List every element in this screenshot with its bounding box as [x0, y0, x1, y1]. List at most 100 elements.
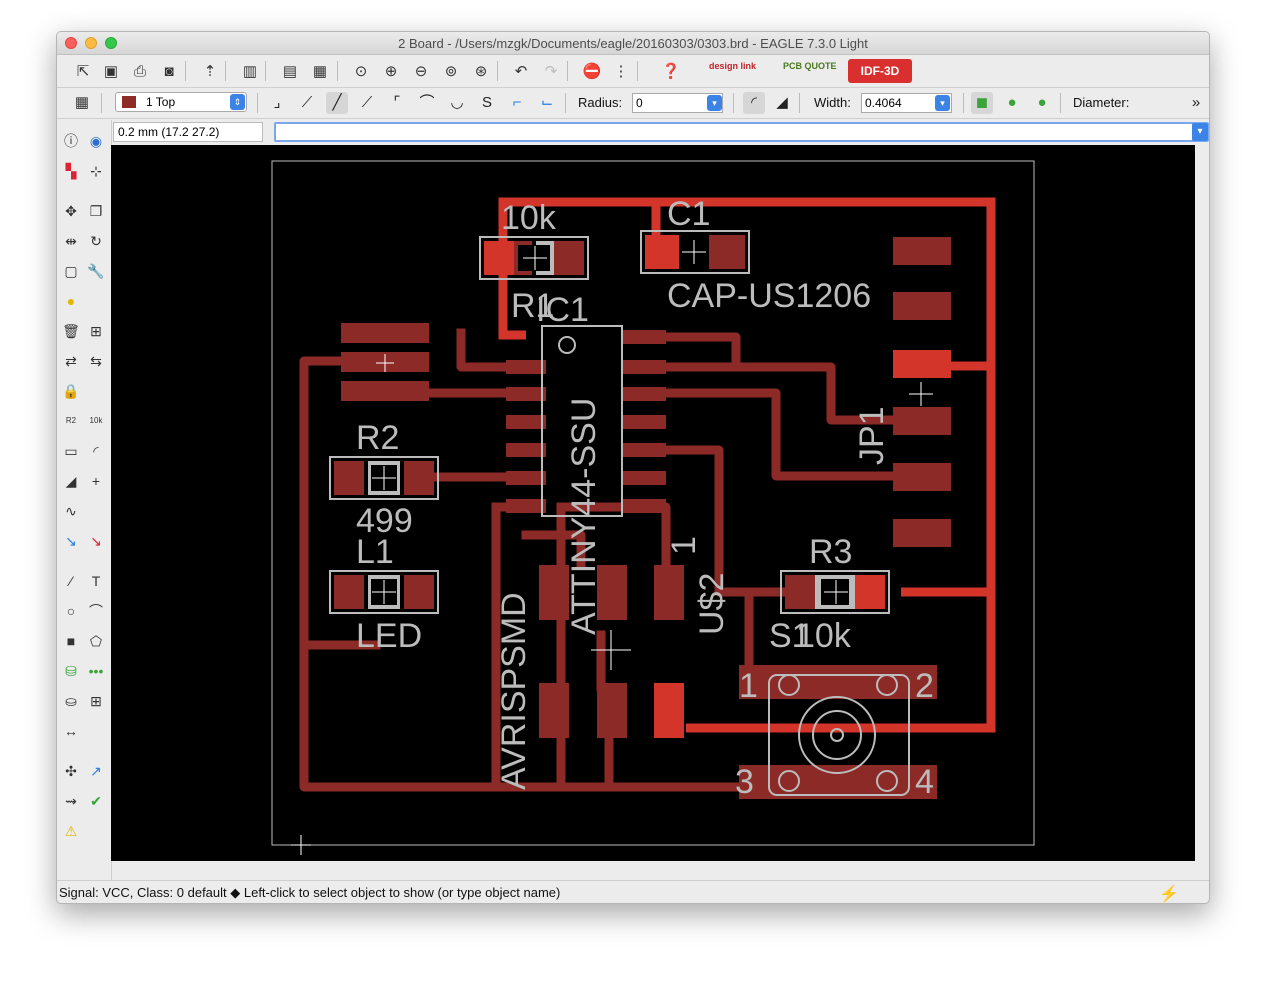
- wire-bend-4-icon[interactable]: ⌜: [393, 94, 401, 111]
- library-icon[interactable]: ▥: [242, 63, 258, 80]
- pad: [621, 471, 666, 485]
- chevron-down-icon[interactable]: ▾: [707, 95, 722, 111]
- zoom-select-icon[interactable]: ⊛: [474, 63, 488, 80]
- smash-icon[interactable]: ▭: [64, 443, 78, 459]
- ulp-icon[interactable]: ▦: [312, 63, 328, 80]
- close-button[interactable]: [65, 37, 77, 49]
- route-icon[interactable]: ↘: [65, 533, 77, 549]
- info-icon[interactable]: ⓘ: [64, 133, 78, 149]
- value-icon[interactable]: 10k: [89, 416, 103, 425]
- mirror-icon[interactable]: ⇹: [65, 233, 77, 249]
- wire-bend-9-icon[interactable]: ⌙: [540, 94, 554, 111]
- layer-select[interactable]: 1 Top ⇕: [115, 92, 247, 112]
- replace-icon[interactable]: ⇆: [90, 353, 102, 369]
- mark-icon[interactable]: ⊹: [90, 163, 102, 179]
- wire-bend-3-icon[interactable]: ⟋: [361, 94, 373, 111]
- signal-icon[interactable]: •••: [88, 663, 104, 679]
- go-icon[interactable]: ⋮: [613, 63, 629, 80]
- script-icon[interactable]: ▤: [282, 63, 298, 80]
- wire-bend-8-icon[interactable]: ⌐: [512, 94, 522, 111]
- rotate-icon[interactable]: ↻: [90, 233, 102, 249]
- ripup-icon[interactable]: ↘: [90, 533, 102, 549]
- lock-icon[interactable]: 🔒: [62, 383, 80, 399]
- eye-icon[interactable]: ◉: [89, 133, 103, 149]
- circle-icon[interactable]: ○: [66, 603, 76, 619]
- zoom-button[interactable]: [105, 37, 117, 49]
- via-round-icon[interactable]: ●: [1007, 94, 1017, 111]
- stop-icon[interactable]: ⛔: [582, 63, 602, 80]
- wire-bend-1-icon[interactable]: ⟋: [301, 94, 313, 111]
- zoom-out-icon[interactable]: ⊖: [414, 63, 428, 80]
- drc-icon[interactable]: ✔: [90, 793, 102, 809]
- errors-icon[interactable]: ⚠: [64, 823, 78, 839]
- l1-name-label: L1: [356, 533, 394, 571]
- hole-icon[interactable]: ⛀: [65, 693, 77, 709]
- pinswap-icon[interactable]: ⇄: [65, 353, 77, 369]
- layers-icon[interactable]: ▚: [65, 163, 77, 179]
- via-square-icon[interactable]: ◼: [971, 92, 993, 114]
- board-switch-icon[interactable]: ⇡: [203, 63, 217, 80]
- save-icon[interactable]: ▣: [103, 63, 119, 80]
- wire-bend-5-icon[interactable]: ⌒: [419, 94, 435, 111]
- via-icon[interactable]: ⛁: [65, 663, 77, 679]
- miter-icon[interactable]: ◜: [93, 443, 99, 459]
- name-icon[interactable]: R2: [65, 416, 77, 425]
- designlink-logo[interactable]: design link: [709, 61, 757, 71]
- add-icon[interactable]: ⊞: [90, 323, 102, 339]
- move-icon[interactable]: ✥: [65, 203, 77, 219]
- wire-bend-0-icon[interactable]: ⌟: [273, 94, 281, 111]
- zoom-in-icon[interactable]: ⊕: [384, 63, 398, 80]
- help-icon[interactable]: ❓: [661, 63, 681, 80]
- attribute-icon[interactable]: ⊞: [90, 693, 102, 709]
- meander-icon[interactable]: ∿: [65, 503, 77, 519]
- redo-icon[interactable]: ↷: [544, 63, 558, 80]
- group-icon[interactable]: ▢: [64, 263, 78, 279]
- pad: [621, 360, 666, 374]
- chevron-down-icon[interactable]: ▾: [935, 95, 950, 111]
- r1-value-label: 10k: [501, 199, 557, 237]
- optimize-icon[interactable]: +: [91, 473, 101, 489]
- command-line-input[interactable]: ▾: [274, 122, 1209, 142]
- wire-bend-7-icon[interactable]: S: [481, 94, 492, 111]
- via-octagon-icon[interactable]: ●: [1037, 94, 1047, 111]
- ratsnest-icon[interactable]: ✣: [65, 763, 77, 779]
- copy-icon[interactable]: ❐: [89, 203, 103, 219]
- split-icon[interactable]: ◢: [65, 473, 77, 489]
- change-icon[interactable]: ●: [66, 293, 76, 309]
- dimension-icon[interactable]: ↔: [64, 723, 78, 739]
- grid-icon[interactable]: ▦: [74, 94, 90, 111]
- flat-cap-icon[interactable]: ◢: [776, 94, 788, 111]
- erc-icon[interactable]: ⇝: [65, 793, 77, 809]
- width-input[interactable]: 0.4064: [861, 93, 952, 113]
- wrench-icon[interactable]: 🔧: [87, 263, 105, 279]
- wire-bend-6-icon[interactable]: ◡: [450, 94, 464, 111]
- autorouter-icon[interactable]: ↗: [90, 763, 102, 779]
- delete-icon[interactable]: 🗑: [62, 323, 80, 339]
- overflow-chevron-icon[interactable]: »: [1191, 94, 1201, 111]
- zoom-fit-icon[interactable]: ⊙: [354, 63, 368, 80]
- polygon-icon[interactable]: ⬠: [89, 633, 103, 649]
- cam-icon[interactable]: ◙: [164, 62, 174, 80]
- pcbquote-logo[interactable]: PCB QUOTE: [783, 61, 837, 71]
- wire-icon[interactable]: ⁄: [69, 573, 73, 589]
- undo-icon[interactable]: ↶: [514, 63, 528, 80]
- board-canvas[interactable]: 10k C1 CAP-US1206 R1 IC1 R2 499 L1 LED R…: [111, 145, 1195, 861]
- open-icon[interactable]: ⇱: [76, 63, 90, 80]
- rect-icon[interactable]: ■: [66, 633, 76, 649]
- idf3d-button[interactable]: IDF-3D: [848, 59, 912, 83]
- text-icon[interactable]: T: [91, 573, 101, 589]
- pad: [539, 565, 569, 620]
- trace: [498, 197, 996, 733]
- print-icon[interactable]: ⎙: [133, 62, 146, 80]
- status-text: Signal: VCC, Class: 0 default ◆ Left-cli…: [59, 885, 561, 900]
- lightning-icon[interactable]: ⚡: [1159, 886, 1179, 903]
- wire-bend-2-icon[interactable]: ╱: [326, 92, 348, 114]
- board-drawing[interactable]: 10k C1 CAP-US1206 R1 IC1 R2 499 L1 LED R…: [111, 145, 1195, 861]
- arc-icon[interactable]: ⌒: [89, 603, 103, 619]
- chevron-down-icon[interactable]: ▾: [1192, 123, 1208, 141]
- minimize-button[interactable]: [85, 37, 97, 49]
- round-cap-icon[interactable]: ◜: [743, 92, 765, 114]
- radius-input[interactable]: 0: [632, 93, 723, 113]
- r2-name-label: R2: [356, 419, 399, 457]
- redraw-icon[interactable]: ⊚: [444, 63, 458, 80]
